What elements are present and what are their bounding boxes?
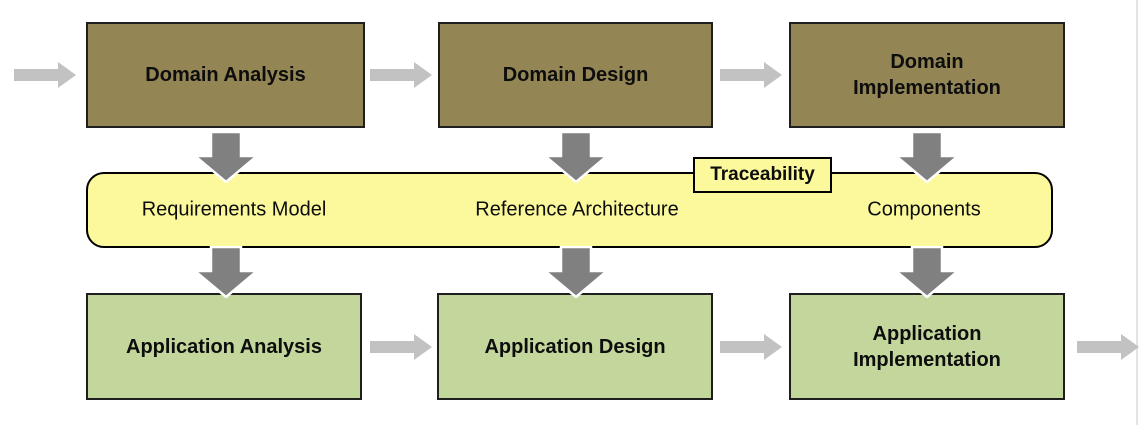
traceability-tag: Traceability <box>693 157 832 193</box>
arrow-right-icon <box>1077 334 1139 360</box>
arrow-right-icon <box>720 334 782 360</box>
domain-analysis-box: Domain Analysis <box>86 22 365 128</box>
arrow-right-icon <box>370 334 432 360</box>
arrow-right-icon <box>370 62 432 88</box>
arrow-down-icon <box>194 131 258 183</box>
arrow-right-icon <box>14 62 76 88</box>
application-implementation-label: Application Implementation <box>853 322 1001 371</box>
domain-implementation-box: Domain Implementation <box>789 22 1065 128</box>
arrow-down-icon <box>895 246 959 298</box>
arrow-down-icon <box>544 246 608 298</box>
arrow-down-icon <box>544 131 608 183</box>
traceability-tag-label: Traceability <box>710 164 815 185</box>
arrow-down-icon <box>895 131 959 183</box>
domain-design-label: Domain Design <box>502 64 649 86</box>
page-edge-divider <box>1136 0 1138 425</box>
reference-architecture-label: Reference Architecture <box>475 198 679 221</box>
requirements-model-label: Requirements Model <box>141 198 327 221</box>
application-design-box: Application Design <box>437 293 713 400</box>
application-design-label: Application Design <box>484 335 666 358</box>
domain-implementation-label: Domain Implementation <box>853 51 1001 99</box>
application-analysis-label: Application Analysis <box>126 335 322 358</box>
arrow-down-icon <box>194 246 258 298</box>
domain-analysis-label: Domain Analysis <box>145 64 306 86</box>
domain-design-box: Domain Design <box>438 22 713 128</box>
application-analysis-box: Application Analysis <box>86 293 362 400</box>
application-implementation-box: Application Implementation <box>789 293 1065 400</box>
components-label: Components <box>867 198 981 221</box>
arrow-right-icon <box>720 62 782 88</box>
traceability-band: Requirements Model Reference Architectur… <box>86 172 1053 248</box>
